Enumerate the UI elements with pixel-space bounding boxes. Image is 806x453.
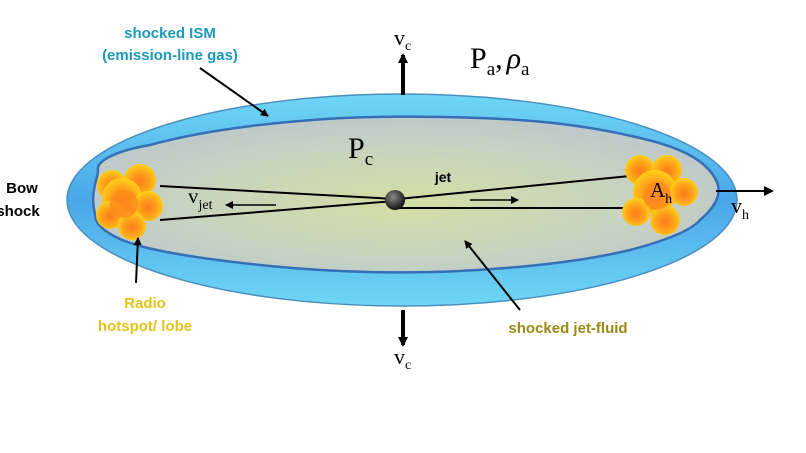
left-hotspot bbox=[96, 164, 163, 240]
right-hotspot bbox=[622, 155, 698, 235]
ah-label: Ah bbox=[650, 178, 672, 207]
radio-label-line2: hotspot/ lobe bbox=[98, 318, 192, 335]
ism-pointer-arrow bbox=[199, 67, 269, 117]
cocoon-pressure-label: Pc bbox=[348, 132, 373, 170]
jet-line-lower-left bbox=[159, 200, 396, 221]
vc-top-label: vc bbox=[394, 25, 411, 54]
vh-label: vh bbox=[731, 193, 749, 223]
central-agn bbox=[385, 190, 405, 210]
jet-label: jet bbox=[434, 169, 452, 185]
ism-label-line2: (emission-line gas) bbox=[102, 47, 238, 64]
radio-pointer-arrow bbox=[133, 237, 142, 284]
bow-shock-line1: Bow bbox=[6, 180, 38, 197]
vc-bottom-label: vc bbox=[394, 344, 411, 373]
cocoon-region bbox=[91, 115, 720, 274]
radio-label-line1: Radio bbox=[124, 295, 166, 312]
ism-label-line1: shocked ISM bbox=[124, 25, 216, 42]
vjet-label: vjet bbox=[188, 184, 213, 213]
jet-line-upper-left bbox=[159, 185, 396, 200]
bow-shock-line2: shock bbox=[0, 203, 40, 220]
jetfluid-pointer-arrow bbox=[464, 240, 521, 311]
jet-fluid-label: shocked jet-fluid bbox=[508, 320, 627, 337]
ambient-pressure-density-label: Pa,ρa bbox=[470, 42, 530, 80]
jet-line-upper-right bbox=[397, 174, 641, 200]
